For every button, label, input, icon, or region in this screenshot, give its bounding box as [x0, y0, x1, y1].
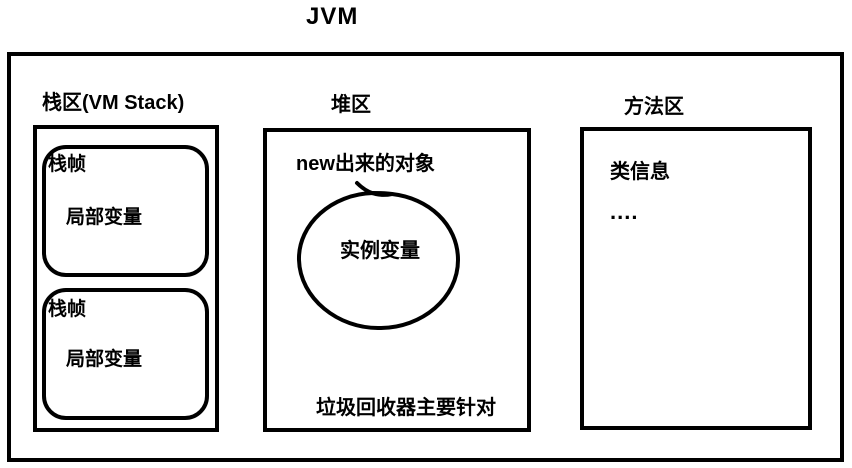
- heap-region-label: 堆区: [331, 94, 371, 116]
- jvm-boundary-box: [7, 52, 844, 462]
- diagram-title: JVM: [306, 3, 359, 30]
- method-area-box: [580, 127, 812, 430]
- stack-region-box: [33, 125, 219, 432]
- stack-frame-2-local-vars: 局部变量: [66, 349, 143, 370]
- method-area-label: 方法区: [624, 96, 684, 118]
- class-info-label: 类信息: [610, 161, 670, 183]
- stack-frame-1-local-vars: 局部变量: [66, 207, 143, 228]
- gc-target-note: 垃圾回收器主要针对: [316, 397, 496, 419]
- stack-frame-2-title: 栈帧: [48, 299, 87, 320]
- stack-frame-1-box: [42, 145, 209, 277]
- stack-frame-2-box: [42, 288, 209, 420]
- stack-frame-1-title: 栈帧: [48, 154, 87, 175]
- stack-region-label: 栈区(VM Stack): [42, 92, 185, 114]
- instance-variable-label: 实例变量: [340, 240, 420, 262]
- new-object-label: new出来的对象: [296, 153, 435, 175]
- heap-region-box: [263, 128, 531, 432]
- instance-variable-circle: [296, 181, 461, 331]
- method-area-ellipsis: ....: [610, 199, 639, 224]
